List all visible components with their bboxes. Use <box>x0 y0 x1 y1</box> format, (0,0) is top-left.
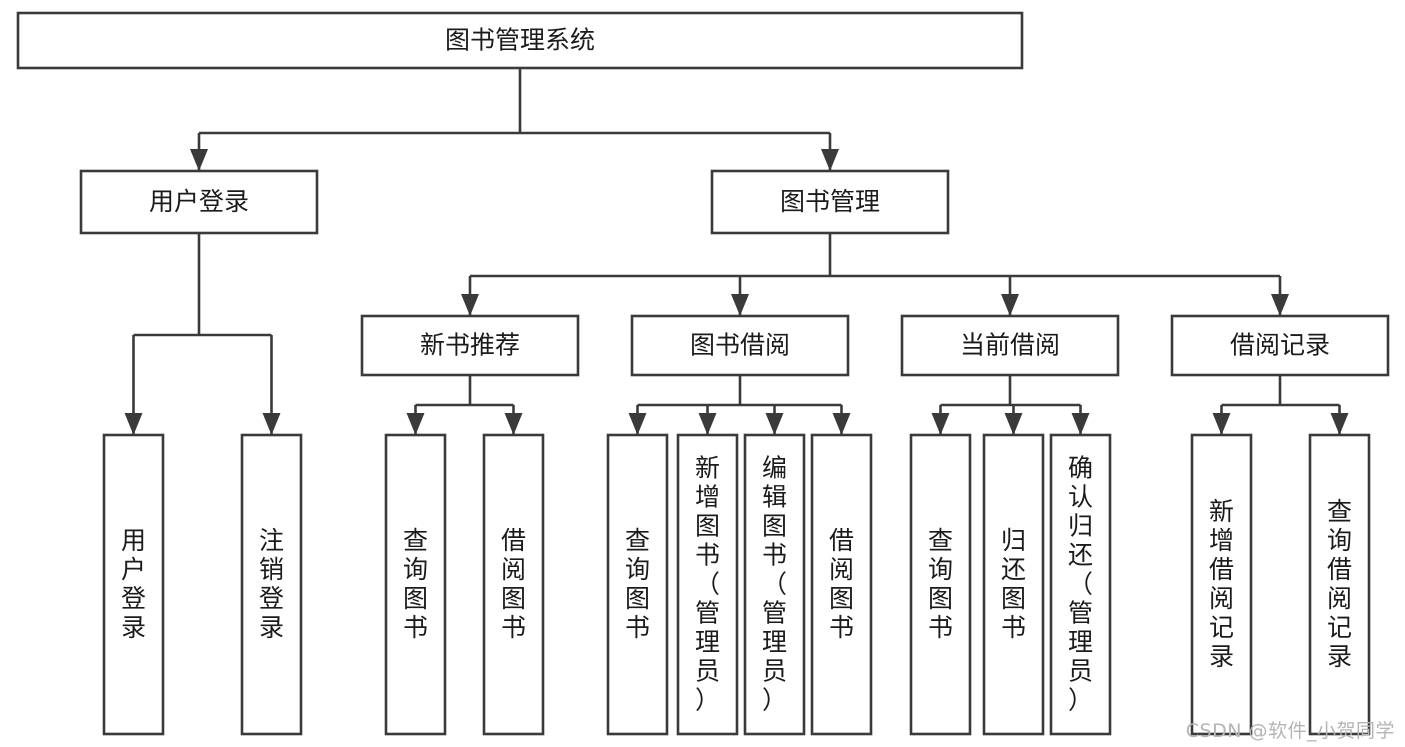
arrow-head-icon <box>698 413 717 435</box>
arrow-head-icon <box>821 149 839 171</box>
node-box[interactable] <box>606 433 669 736</box>
node-box[interactable] <box>982 433 1045 736</box>
node-label: 图书管理 <box>780 187 880 216</box>
node-borrow-record[interactable]: 借阅记录 <box>1170 314 1390 377</box>
node-box[interactable] <box>360 314 580 377</box>
node-box[interactable] <box>810 433 873 736</box>
connector-layer <box>124 68 1349 435</box>
connector-c-new-book-rec <box>406 375 523 435</box>
node-label: 借阅图书 <box>501 526 526 642</box>
node-label: 用户登录 <box>121 526 146 642</box>
node-leaf-edit-book[interactable]: 编辑图书（管理员） <box>743 433 806 736</box>
node-box[interactable] <box>1170 314 1390 377</box>
node-box[interactable] <box>102 433 165 736</box>
arrow-head-icon <box>124 413 143 435</box>
node-box[interactable] <box>384 433 447 736</box>
node-leaf-borrow-book-1[interactable]: 借阅图书 <box>482 433 545 736</box>
node-leaf-query-record[interactable]: 查询借阅记录 <box>1308 433 1371 736</box>
node-user-login[interactable]: 用户登录 <box>79 169 319 235</box>
connector-c-user-login <box>124 233 281 435</box>
node-box[interactable] <box>16 11 1024 70</box>
arrow-head-icon <box>1271 294 1289 316</box>
node-label: 注销登录 <box>259 526 284 642</box>
arrow-head-icon <box>504 413 523 435</box>
node-label: 当前借阅 <box>960 331 1060 360</box>
node-label: 归还图书 <box>1001 526 1026 642</box>
connector-c-root <box>190 68 839 171</box>
node-box[interactable] <box>1190 433 1253 736</box>
node-label: 查询图书 <box>403 526 428 642</box>
connector-c-current-borrow <box>931 375 1090 435</box>
node-label: 图书管理系统 <box>445 26 595 55</box>
node-box[interactable] <box>1308 433 1371 736</box>
arrow-head-icon <box>1330 413 1349 435</box>
node-label: 新增借阅记录 <box>1209 497 1234 671</box>
node-book-borrow[interactable]: 图书借阅 <box>630 314 850 377</box>
arrow-head-icon <box>628 413 647 435</box>
node-leaf-user-login[interactable]: 用户登录 <box>102 433 165 736</box>
arrow-head-icon <box>731 294 749 316</box>
node-leaf-confirm-return[interactable]: 确认归还（管理员） <box>1049 433 1112 736</box>
node-leaf-return-book[interactable]: 归还图书 <box>982 433 1045 736</box>
node-label: 查询借阅记录 <box>1327 497 1352 671</box>
arrow-head-icon <box>931 413 950 435</box>
node-label: 借阅记录 <box>1230 331 1330 360</box>
node-new-book-rec[interactable]: 新书推荐 <box>360 314 580 377</box>
arrow-head-icon <box>832 413 851 435</box>
arrow-head-icon <box>262 413 281 435</box>
connector-c-borrow-record <box>1212 375 1349 435</box>
node-box[interactable] <box>909 433 972 736</box>
node-layer: 图书管理系统用户登录图书管理新书推荐图书借阅当前借阅借阅记录用户登录注销登录查询… <box>16 11 1390 736</box>
node-leaf-add-record[interactable]: 新增借阅记录 <box>1190 433 1253 736</box>
node-box[interactable] <box>1049 433 1112 736</box>
node-box[interactable] <box>710 169 950 235</box>
node-box[interactable] <box>240 433 303 736</box>
arrow-head-icon <box>1212 413 1231 435</box>
node-label: 图书借阅 <box>690 331 790 360</box>
connector-c-book-borrow <box>628 375 851 435</box>
arrow-head-icon <box>1004 413 1023 435</box>
node-box[interactable] <box>79 169 319 235</box>
node-box[interactable] <box>743 433 806 736</box>
arrow-head-icon <box>461 294 479 316</box>
arrow-head-icon <box>1071 413 1090 435</box>
arrow-head-icon <box>190 149 208 171</box>
node-root[interactable]: 图书管理系统 <box>16 11 1024 70</box>
node-label: 编辑图书（管理员） <box>762 454 787 715</box>
arrow-head-icon <box>1001 294 1019 316</box>
node-leaf-borrow-book-2[interactable]: 借阅图书 <box>810 433 873 736</box>
node-label: 借阅图书 <box>829 526 854 642</box>
node-label: 新增图书（管理员） <box>695 454 720 715</box>
node-box[interactable] <box>630 314 850 377</box>
node-box[interactable] <box>676 433 739 736</box>
node-book-manage[interactable]: 图书管理 <box>710 169 950 235</box>
node-label: 新书推荐 <box>420 331 520 360</box>
node-leaf-query-book-1[interactable]: 查询图书 <box>384 433 447 736</box>
node-label: 查询图书 <box>625 526 650 642</box>
node-leaf-query-book-3[interactable]: 查询图书 <box>909 433 972 736</box>
watermark-text: CSDN @软件_小贺同学 <box>1185 720 1395 742</box>
connector-c-book-manage <box>461 233 1289 316</box>
node-box[interactable] <box>900 314 1120 377</box>
node-leaf-add-book[interactable]: 新增图书（管理员） <box>676 433 739 736</box>
node-label: 用户登录 <box>149 187 249 216</box>
node-box[interactable] <box>482 433 545 736</box>
node-leaf-query-book-2[interactable]: 查询图书 <box>606 433 669 736</box>
arrow-head-icon <box>406 413 425 435</box>
arrow-head-icon <box>765 413 784 435</box>
node-leaf-logout[interactable]: 注销登录 <box>240 433 303 736</box>
node-label: 确认归还（管理员） <box>1068 454 1093 715</box>
node-label: 查询图书 <box>928 526 953 642</box>
node-current-borrow[interactable]: 当前借阅 <box>900 314 1120 377</box>
